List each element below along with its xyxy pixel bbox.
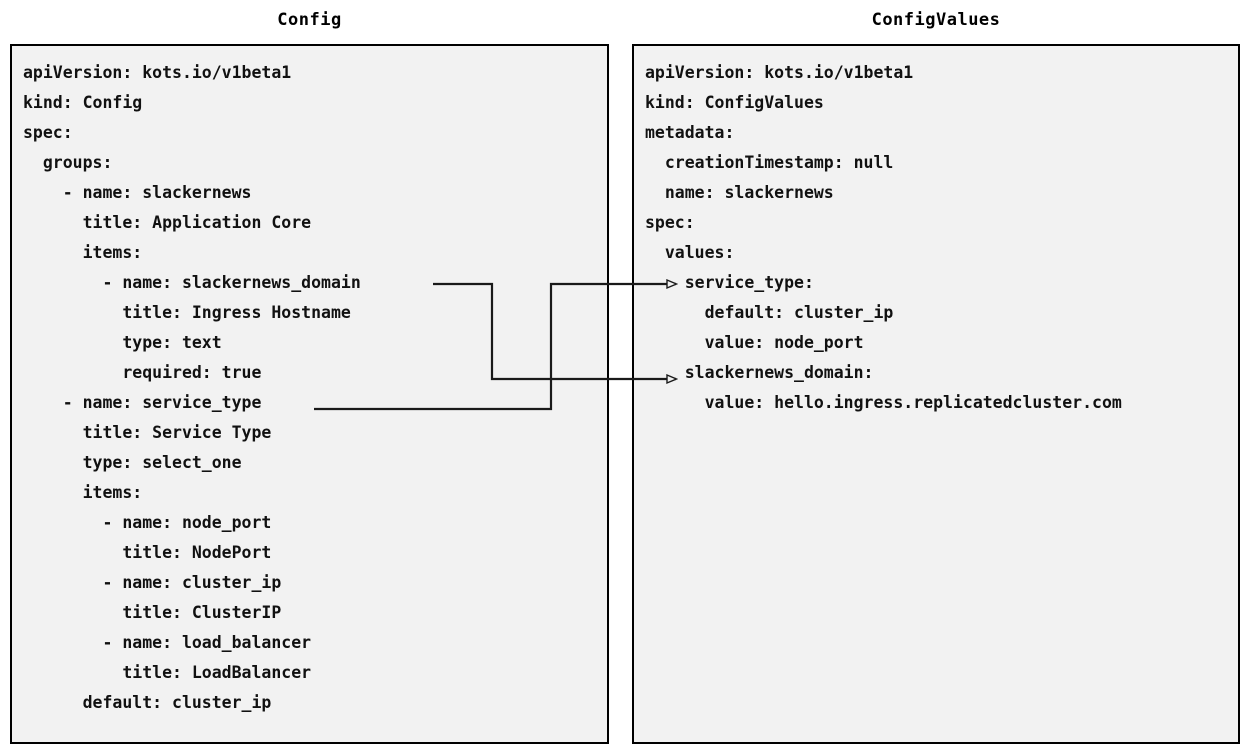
config-yaml-line: - name: cluster_ip — [23, 573, 282, 592]
config-yaml-line: title: LoadBalancer — [23, 663, 312, 682]
config-yaml-line: groups: — [23, 153, 113, 172]
config-yaml-line: default: cluster_ip — [23, 693, 272, 712]
config-yaml-line: spec: — [23, 123, 73, 142]
configvalues-yaml-block: apiVersion: kots.io/v1beta1 kind: ConfigV… — [645, 58, 1238, 418]
configvalues-yaml-line: metadata: — [645, 123, 735, 142]
config-yaml-line: title: Ingress Hostname — [23, 303, 351, 322]
configvalues-yaml-line: spec: — [645, 213, 695, 232]
config-panel: apiVersion: kots.io/v1beta1 kind: Config s… — [10, 44, 609, 744]
config-yaml-line: items: — [23, 483, 143, 502]
config-yaml-line: type: text — [23, 333, 222, 352]
config-yaml-line: - name: load_balancer — [23, 633, 312, 652]
config-yaml-line: required: true — [23, 363, 262, 382]
configvalues-yaml-line: value: hello.ingress.replicatedcluster.c… — [645, 393, 1122, 412]
config-yaml-line: apiVersion: kots.io/v1beta1 — [23, 63, 292, 82]
configvalues-yaml-line: apiVersion: kots.io/v1beta1 — [645, 63, 914, 82]
configvalues-yaml-line: kind: ConfigValues — [645, 93, 824, 112]
config-yaml-block: apiVersion: kots.io/v1beta1 kind: Config s… — [23, 58, 607, 718]
configvalues-yaml-line: slackernews_domain: — [645, 363, 874, 382]
config-yaml-line: - name: service_type — [23, 393, 262, 412]
configvalues-yaml-line: default: cluster_ip — [645, 303, 894, 322]
config-yaml-line: - name: slackernews — [23, 183, 252, 202]
config-yaml-line: - name: node_port — [23, 513, 272, 532]
configvalues-yaml-line: name: slackernews — [645, 183, 834, 202]
configvalues-panel-title: ConfigValues — [871, 10, 1001, 30]
config-yaml-line: type: select_one — [23, 453, 242, 472]
config-yaml-line: title: ClusterIP — [23, 603, 282, 622]
config-yaml-line: title: NodePort — [23, 543, 272, 562]
config-yaml-line: items: — [23, 243, 143, 262]
configvalues-yaml-line: value: node_port — [645, 333, 864, 352]
config-yaml-line: title: Application Core — [23, 213, 312, 232]
config-yaml-line: kind: Config — [23, 93, 143, 112]
configvalues-panel: apiVersion: kots.io/v1beta1 kind: ConfigV… — [632, 44, 1240, 744]
config-yaml-line: title: Service Type — [23, 423, 272, 442]
configvalues-yaml-line: values: — [645, 243, 735, 262]
config-panel-title: Config — [277, 10, 342, 30]
configvalues-yaml-line: creationTimestamp: null — [645, 153, 894, 172]
config-yaml-line: - name: slackernews_domain — [23, 273, 361, 292]
configvalues-yaml-line: service_type: — [645, 273, 814, 292]
